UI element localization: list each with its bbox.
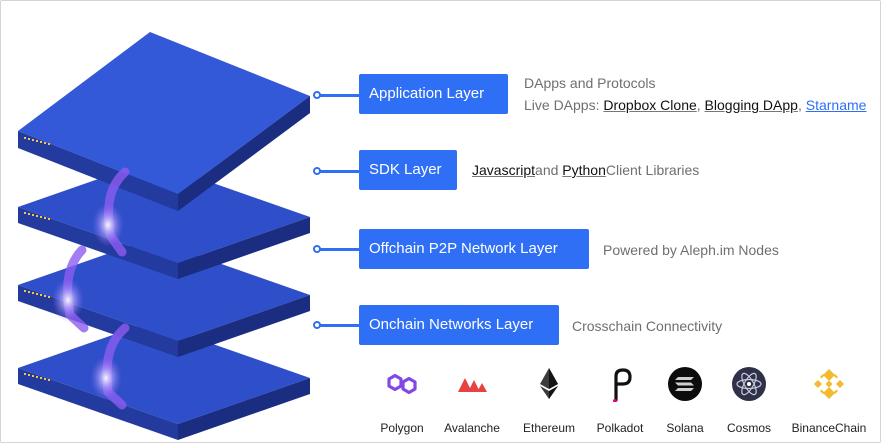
blogging-dapp-link[interactable]: Blogging DApp [704,97,798,113]
cosmos-icon [732,367,766,401]
live-dapps-prefix: Live DApps: [524,97,604,113]
onchain-description: Crosschain Connectivity [572,318,723,334]
layer-box-application: Application Layer [359,74,508,114]
connector-dot-offchain [313,245,321,253]
layer-box-onchain: Onchain Networks Layer [359,305,559,345]
chain-binance: BinanceChain [784,366,874,435]
connector-dot-onchain [313,321,321,329]
avalanche-icon [458,378,487,392]
chain-name: Solana [666,421,704,435]
chain-solana: Solana [640,366,730,435]
chain-name: Polygon [380,421,424,435]
chain-polkadot: Polkadot [575,366,665,435]
connector-sdk [318,170,360,173]
chain-name: BinanceChain [791,421,867,435]
chain-name: Cosmos [726,421,771,435]
sdk-and-text: and [535,162,563,178]
separator: , [797,97,806,113]
binance-icon [814,369,844,399]
live-dapps-line: Live DApps: Dropbox Clone, Blogging DApp… [524,97,866,113]
connector-onchain [318,324,360,327]
chain-name: Ethereum [522,421,576,435]
chain-avalanche: Avalanche [427,366,517,435]
layer-box-sdk: SDK Layer [359,150,457,190]
sdk-description: Javascriptand PythonClient Libraries [472,162,699,178]
server-unit-4 [18,322,310,440]
offchain-description: Powered by Aleph.im Nodes [603,242,779,258]
connector-offchain [318,248,360,251]
starname-link[interactable]: Starname [805,97,867,113]
server-unit-2 [18,161,310,279]
chain-name: Avalanche [444,421,500,435]
solana-icon [668,367,702,401]
chain-name: Polkadot [596,421,644,435]
sdk-suffix-text: Client Libraries [605,162,700,178]
chain-cosmos: Cosmos [704,366,794,435]
connector-application [318,94,360,97]
javascript-link[interactable]: Javascript [472,162,536,178]
separator: , [696,97,705,113]
layer-box-offchain: Offchain P2P Network Layer [359,229,589,269]
connector-dot-sdk [313,167,321,175]
polygon-icon [387,373,417,395]
chain-polygon: Polygon [357,366,447,435]
ethereum-icon [540,368,558,399]
chain-ethereum: Ethereum [504,366,594,435]
connector-dot-application [313,91,321,99]
data-cables [52,167,130,410]
python-link[interactable]: Python [562,162,606,178]
server-unit-1 [18,32,310,211]
polkadot-icon [613,368,632,403]
dropbox-clone-link[interactable]: Dropbox Clone [603,97,697,113]
application-description: DApps and Protocols [524,75,656,91]
